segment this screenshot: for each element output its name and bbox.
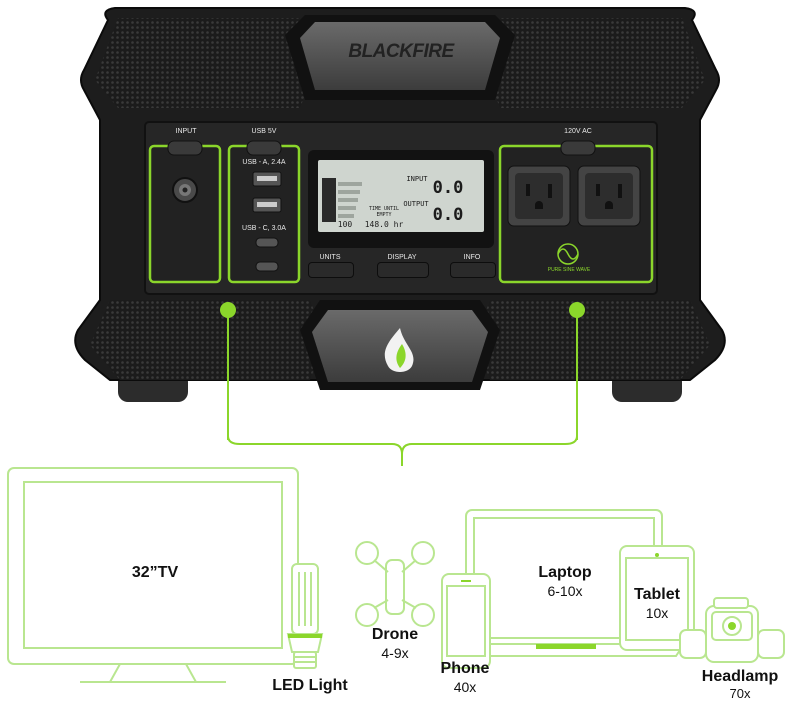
connection-lines [227,430,578,466]
display-button[interactable] [377,262,429,278]
phone-label: Phone [440,660,490,677]
power-station [74,7,726,440]
units-button[interactable] [308,262,354,278]
tablet-label: Tablet [634,586,680,603]
lcd-time-label: TIME UNTIL EMPTY [368,206,400,218]
pure-sine-label: PURE SINE WAVE [547,267,591,273]
info-button-label: INFO [463,254,481,261]
drone-label: Drone [371,626,419,643]
laptop-label: Laptop [538,564,592,581]
brand-logo: BLACKFIRE [348,41,454,62]
laptop-runtime: 6-10x [547,583,583,599]
tv-label: 32”TV [131,564,179,581]
usba-label: USB - A, 2.4A [242,159,286,166]
usb5v-label: USB 5V [251,128,277,135]
units-button-label: UNITS [319,254,341,261]
devices-illustration [7,467,785,683]
led-light-label: LED Light [272,677,348,694]
display-button-label: DISPLAY [387,254,417,261]
tablet-runtime: 10x [645,605,669,621]
headlamp-runtime: 70x [729,686,751,701]
headlamp-label: Headlamp [701,668,779,685]
lcd-input-label: INPUT [406,175,428,183]
ac-label: 120V AC [564,128,592,135]
usbc-label: USB - C, 3.0A [242,225,286,232]
phone-runtime: 40x [453,679,477,695]
lcd-battery-percent: 100 [337,220,353,229]
drone-runtime: 4-9x [381,645,409,661]
lcd-input-value: 0.0 [432,178,464,198]
info-button[interactable] [450,262,496,278]
lcd-time-value: 148.0 hr [364,220,404,229]
input-label: INPUT [175,128,197,135]
lcd-output-value: 0.0 [432,205,464,225]
lcd-output-label: OUTPUT [403,200,429,208]
